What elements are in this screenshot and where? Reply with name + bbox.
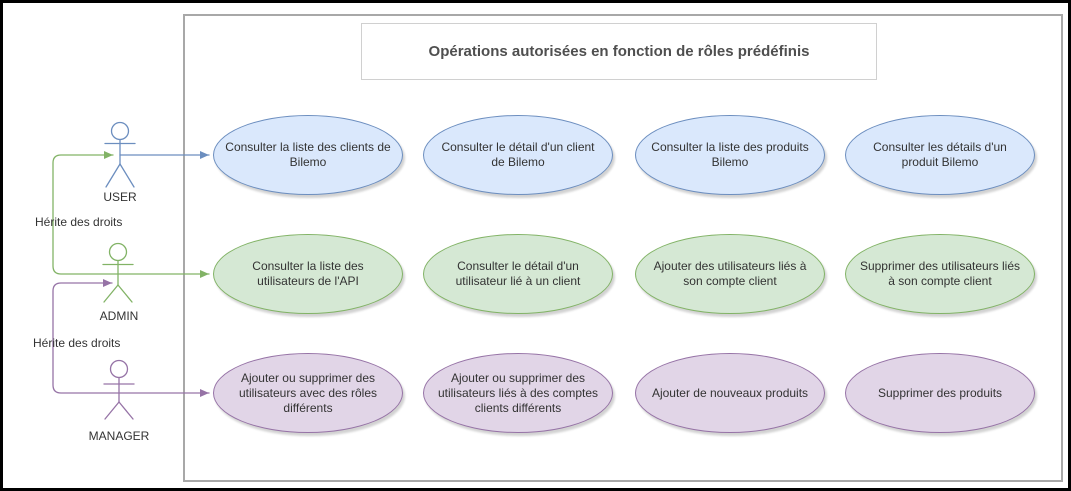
usecase-ellipse: Ajouter ou supprimer des utilisateurs av…: [213, 353, 403, 433]
usecase-ellipse: Consulter le détail d'un utilisateur lié…: [423, 234, 613, 314]
usecase-ellipse: Ajouter ou supprimer des utilisateurs li…: [423, 353, 613, 433]
actor-admin-figure: [102, 242, 134, 303]
usecase-label: Supprimer des utilisateurs liés à son co…: [859, 259, 1021, 288]
usecase-ellipse: Consulter le détail d'un client de Bilem…: [423, 115, 613, 195]
usecase-ellipse: Consulter la liste des utilisateurs de l…: [213, 234, 403, 314]
usecase-label: Ajouter ou supprimer des utilisateurs av…: [238, 370, 378, 415]
usecase-label: Consulter les détails d'un produit Bilem…: [873, 140, 1007, 169]
usecase-ellipse: Consulter la liste des produits Bilemo: [635, 115, 825, 195]
inherit-label-manager-admin: Hérite des droits: [33, 336, 121, 350]
actor-label-user: USER: [103, 190, 137, 204]
inherit-label-admin-user: Hérite des droits: [35, 215, 123, 229]
usecase-label: Ajouter des utilisateurs liés à son comp…: [653, 259, 807, 288]
usecase-label: Consulter la liste des produits Bilemo: [651, 140, 809, 169]
usecase-label: Consulter le détail d'un client de Bilem…: [441, 140, 595, 169]
usecase-ellipse: Ajouter de nouveaux produits: [635, 353, 825, 433]
actor-label-admin: ADMIN: [99, 309, 139, 323]
usecase-label: Ajouter de nouveaux produits: [651, 385, 809, 400]
diagram-title: Opérations autorisées en fonction de rôl…: [428, 43, 810, 60]
usecase-label: Consulter la liste des clients de Bilemo: [225, 140, 391, 169]
usecase-label: Consulter la liste des utilisateurs de l…: [252, 259, 364, 288]
usecase-ellipse: Consulter les détails d'un produit Bilem…: [845, 115, 1035, 195]
actor-user-figure: [104, 121, 136, 188]
usecase-ellipse: Supprimer des produits: [845, 353, 1035, 433]
actor-label-manager: MANAGER: [88, 429, 150, 443]
usecase-ellipse: Consulter la liste des clients de Bilemo: [213, 115, 403, 195]
diagram-title-box: Opérations autorisées en fonction de rôl…: [361, 23, 877, 80]
usecase-label: Consulter le détail d'un utilisateur lié…: [455, 259, 581, 288]
actor-head: [108, 242, 128, 262]
actor-manager-figure: [103, 359, 135, 420]
actor-head: [109, 359, 129, 379]
usecase-ellipse: Ajouter des utilisateurs liés à son comp…: [635, 234, 825, 314]
usecase-ellipse: Supprimer des utilisateurs liés à son co…: [845, 234, 1035, 314]
usecase-label: Supprimer des produits: [877, 385, 1003, 400]
actor-head: [110, 121, 130, 141]
usecase-label: Ajouter ou supprimer des utilisateurs li…: [437, 370, 599, 415]
